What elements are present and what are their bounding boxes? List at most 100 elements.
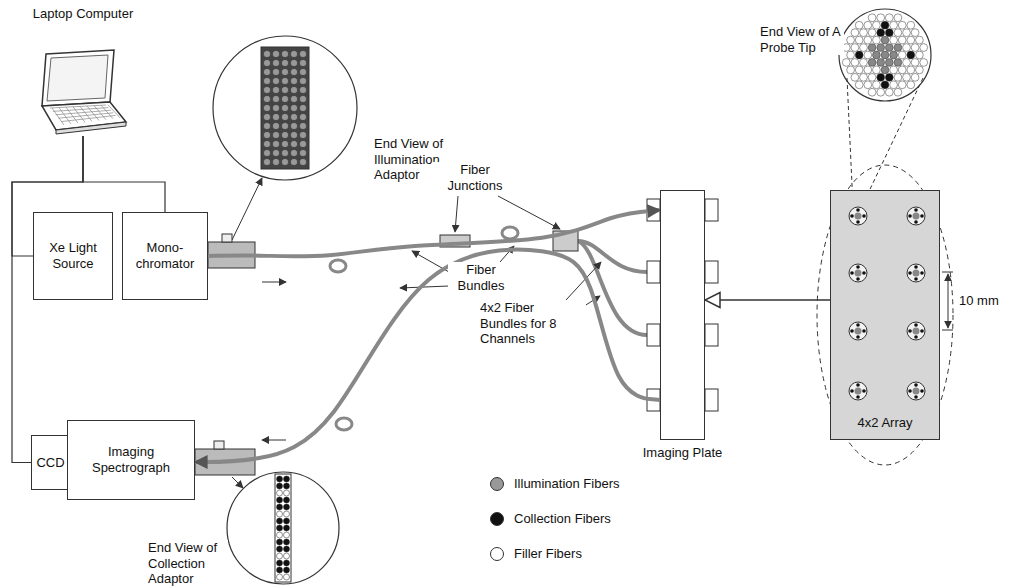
- collection-fiber: [284, 553, 290, 559]
- illumination-end-view: [213, 36, 357, 180]
- illumination-fiber: [263, 104, 270, 111]
- imaging-plate: Imaging Plate: [660, 190, 705, 440]
- illumination-fiber: [263, 158, 270, 165]
- collection-fiber: [277, 518, 283, 524]
- tip-fiber: [851, 44, 859, 52]
- collection-fiber: [277, 490, 283, 496]
- tip-fiber: [868, 14, 876, 22]
- laptop-display: [47, 55, 108, 101]
- illumination-fiber: [272, 131, 279, 138]
- leader-line: [232, 178, 262, 240]
- tip-fiber: [885, 59, 893, 67]
- callout-label: 10 mm: [957, 293, 1009, 309]
- illumination-fiber: [299, 59, 306, 66]
- illumination-fiber: [299, 50, 306, 57]
- tip-fiber: [873, 81, 881, 89]
- dimension-line: [948, 274, 949, 328]
- probe-fiber: [856, 265, 860, 269]
- illumination-fiber: [281, 131, 288, 138]
- illumination-fiber: [263, 95, 270, 102]
- zoom-leader: [862, 78, 923, 206]
- tip-fiber: [885, 88, 893, 96]
- collection-fiber: [284, 574, 290, 580]
- probe-center: [855, 328, 862, 335]
- illumination-fiber: [299, 140, 306, 147]
- illumination-fiber: [290, 86, 297, 93]
- probe-fiber: [920, 329, 924, 333]
- tip-fiber: [916, 36, 924, 44]
- tip-fiber: [898, 21, 906, 29]
- tip-fiber: [842, 59, 850, 67]
- tip-fiber: [873, 51, 881, 59]
- probe-fiber: [862, 214, 866, 218]
- illumination-fiber: [272, 140, 279, 147]
- tip-fiber: [920, 44, 928, 52]
- illumination-fiber: [290, 131, 297, 138]
- fiber-dots: [277, 476, 290, 580]
- collection-fiber: [277, 525, 283, 531]
- probe-center: [913, 328, 920, 335]
- illumination-fiber: [281, 77, 288, 84]
- leader-line: [400, 286, 449, 288]
- tip-fiber: [890, 51, 898, 59]
- illumination-fiber: [299, 68, 306, 75]
- collection-fiber: [284, 497, 290, 503]
- keyboard-col: [87, 106, 99, 121]
- connector-knob: [705, 199, 718, 221]
- collection-fiber: [277, 476, 283, 482]
- callout-label: End View of Collection Adaptor: [146, 540, 228, 587]
- leader-line: [498, 196, 560, 229]
- illumination-fiber: [272, 95, 279, 102]
- probe-fiber: [850, 271, 854, 275]
- tip-fiber: [864, 21, 872, 29]
- probe-center: [913, 213, 920, 220]
- tip-fiber: [855, 21, 863, 29]
- legend-swatch: [490, 477, 504, 491]
- illumination-fiber: [263, 131, 270, 138]
- tip-fiber: [877, 44, 885, 52]
- illumination-fiber: [272, 59, 279, 66]
- illumination-fiber-array: [261, 47, 309, 169]
- tip-fiber: [911, 59, 919, 67]
- node-label: Mono- chromator: [127, 240, 203, 271]
- keyboard-col: [59, 108, 71, 125]
- fiber-bundle: [578, 241, 647, 272]
- probe: [849, 207, 867, 225]
- fiber-coil: [502, 227, 518, 239]
- illumination-fiber: [281, 104, 288, 111]
- node-label: CCD: [36, 455, 64, 471]
- probe-fiber: [914, 265, 918, 269]
- collection-fiber: [284, 560, 290, 566]
- leader-line: [566, 262, 601, 300]
- tip-fiber: [907, 51, 915, 59]
- tip-fiber: [894, 29, 902, 37]
- probe-fiber: [914, 208, 918, 212]
- collection-fiber: [284, 532, 290, 538]
- keyboard-col: [66, 107, 78, 123]
- tip-fiber: [911, 29, 919, 37]
- tip-fiber: [873, 21, 881, 29]
- illumination-fiber: [272, 104, 279, 111]
- connector: [83, 136, 165, 212]
- tip-fiber: [894, 73, 902, 81]
- node-label: Imaging Plate: [643, 445, 723, 461]
- connector-knob: [705, 324, 718, 346]
- illumination-fiber: [281, 86, 288, 93]
- keyboard-col: [52, 108, 64, 125]
- probe-fiber: [856, 323, 860, 327]
- tip-fiber: [877, 88, 885, 96]
- node-label: Laptop Computer: [33, 6, 133, 22]
- keyboard-row: [50, 105, 106, 108]
- illumination-fiber: [299, 158, 306, 165]
- connector-knob: [647, 324, 660, 346]
- illumination-fiber: [272, 158, 279, 165]
- legend-swatch: [490, 547, 504, 561]
- illumination-fiber: [281, 113, 288, 120]
- probe-fiber: [908, 271, 912, 275]
- probe-fiber: [850, 329, 854, 333]
- collection-fiber: [277, 546, 283, 552]
- connector: [705, 299, 830, 301]
- tip-fiber: [860, 44, 868, 52]
- dimension-line: [942, 272, 953, 273]
- illumination-fiber: [290, 113, 297, 120]
